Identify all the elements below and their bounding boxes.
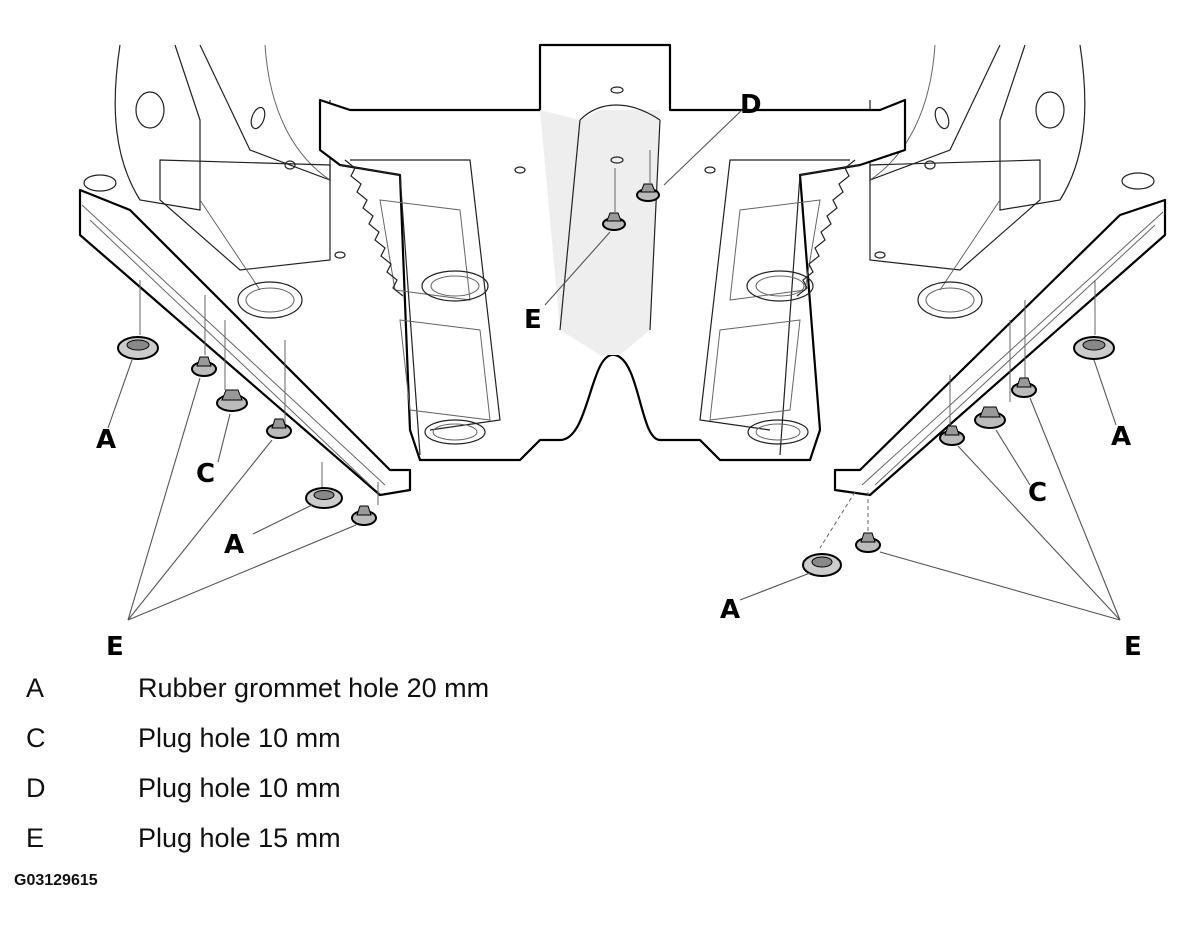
callout-a-right-upper: A (1111, 422, 1131, 452)
plug-e-left-1 (191, 356, 217, 377)
legend-description: Rubber grommet hole 20 mm (138, 673, 490, 703)
floor-hole (424, 419, 486, 445)
legend-key: D (26, 773, 46, 803)
plug-c-right (974, 406, 1006, 429)
floor-hole (237, 281, 303, 319)
legend-key: C (26, 723, 46, 753)
plug-e-center (602, 212, 626, 231)
callout-a-left-upper: A (96, 425, 116, 455)
callout-c-right: C (1028, 478, 1047, 508)
vehicle-underbody (78, 43, 1167, 497)
plug-e-right-3 (855, 532, 881, 553)
floor-hole (746, 270, 814, 302)
leader-lines (107, 109, 1121, 621)
callout-labels: A C A E D E A C A E (96, 90, 1142, 662)
callout-e-center: E (524, 305, 542, 335)
floor-hole (421, 270, 489, 302)
legend-description: Plug hole 15 mm (138, 823, 341, 853)
callout-e-left: E (106, 632, 124, 662)
callout-e-right: E (1124, 632, 1142, 662)
hole-locator-lines (139, 150, 1096, 549)
callout-c-left: C (196, 459, 215, 489)
fasteners (117, 183, 1115, 577)
plug-e-right-1 (1011, 377, 1037, 398)
legend-key: E (26, 823, 45, 853)
underbody-diagram: A C A E D E A C A E (78, 43, 1167, 662)
callout-a-left-lower: A (224, 530, 244, 560)
grommet-a-right-upper (1073, 336, 1115, 360)
floor-hole (747, 419, 809, 445)
legend-description: Plug hole 10 mm (138, 723, 341, 753)
plug-e-left-2 (266, 418, 292, 439)
plug-e-left-3 (351, 505, 377, 526)
callout-a-right-lower: A (720, 595, 740, 625)
figure-code: G03129615 (14, 872, 98, 889)
callout-d: D (740, 90, 762, 120)
plug-d (636, 183, 660, 202)
grommet-a-left-upper (117, 336, 159, 360)
plug-c-left (216, 389, 248, 412)
legend-key: A (26, 673, 45, 703)
legend-description: Plug hole 10 mm (138, 773, 341, 803)
floor-hole (917, 281, 983, 319)
grommet-a-left-lower (305, 487, 343, 509)
grommet-a-right-lower (802, 553, 842, 577)
plug-e-right-2 (939, 425, 965, 446)
